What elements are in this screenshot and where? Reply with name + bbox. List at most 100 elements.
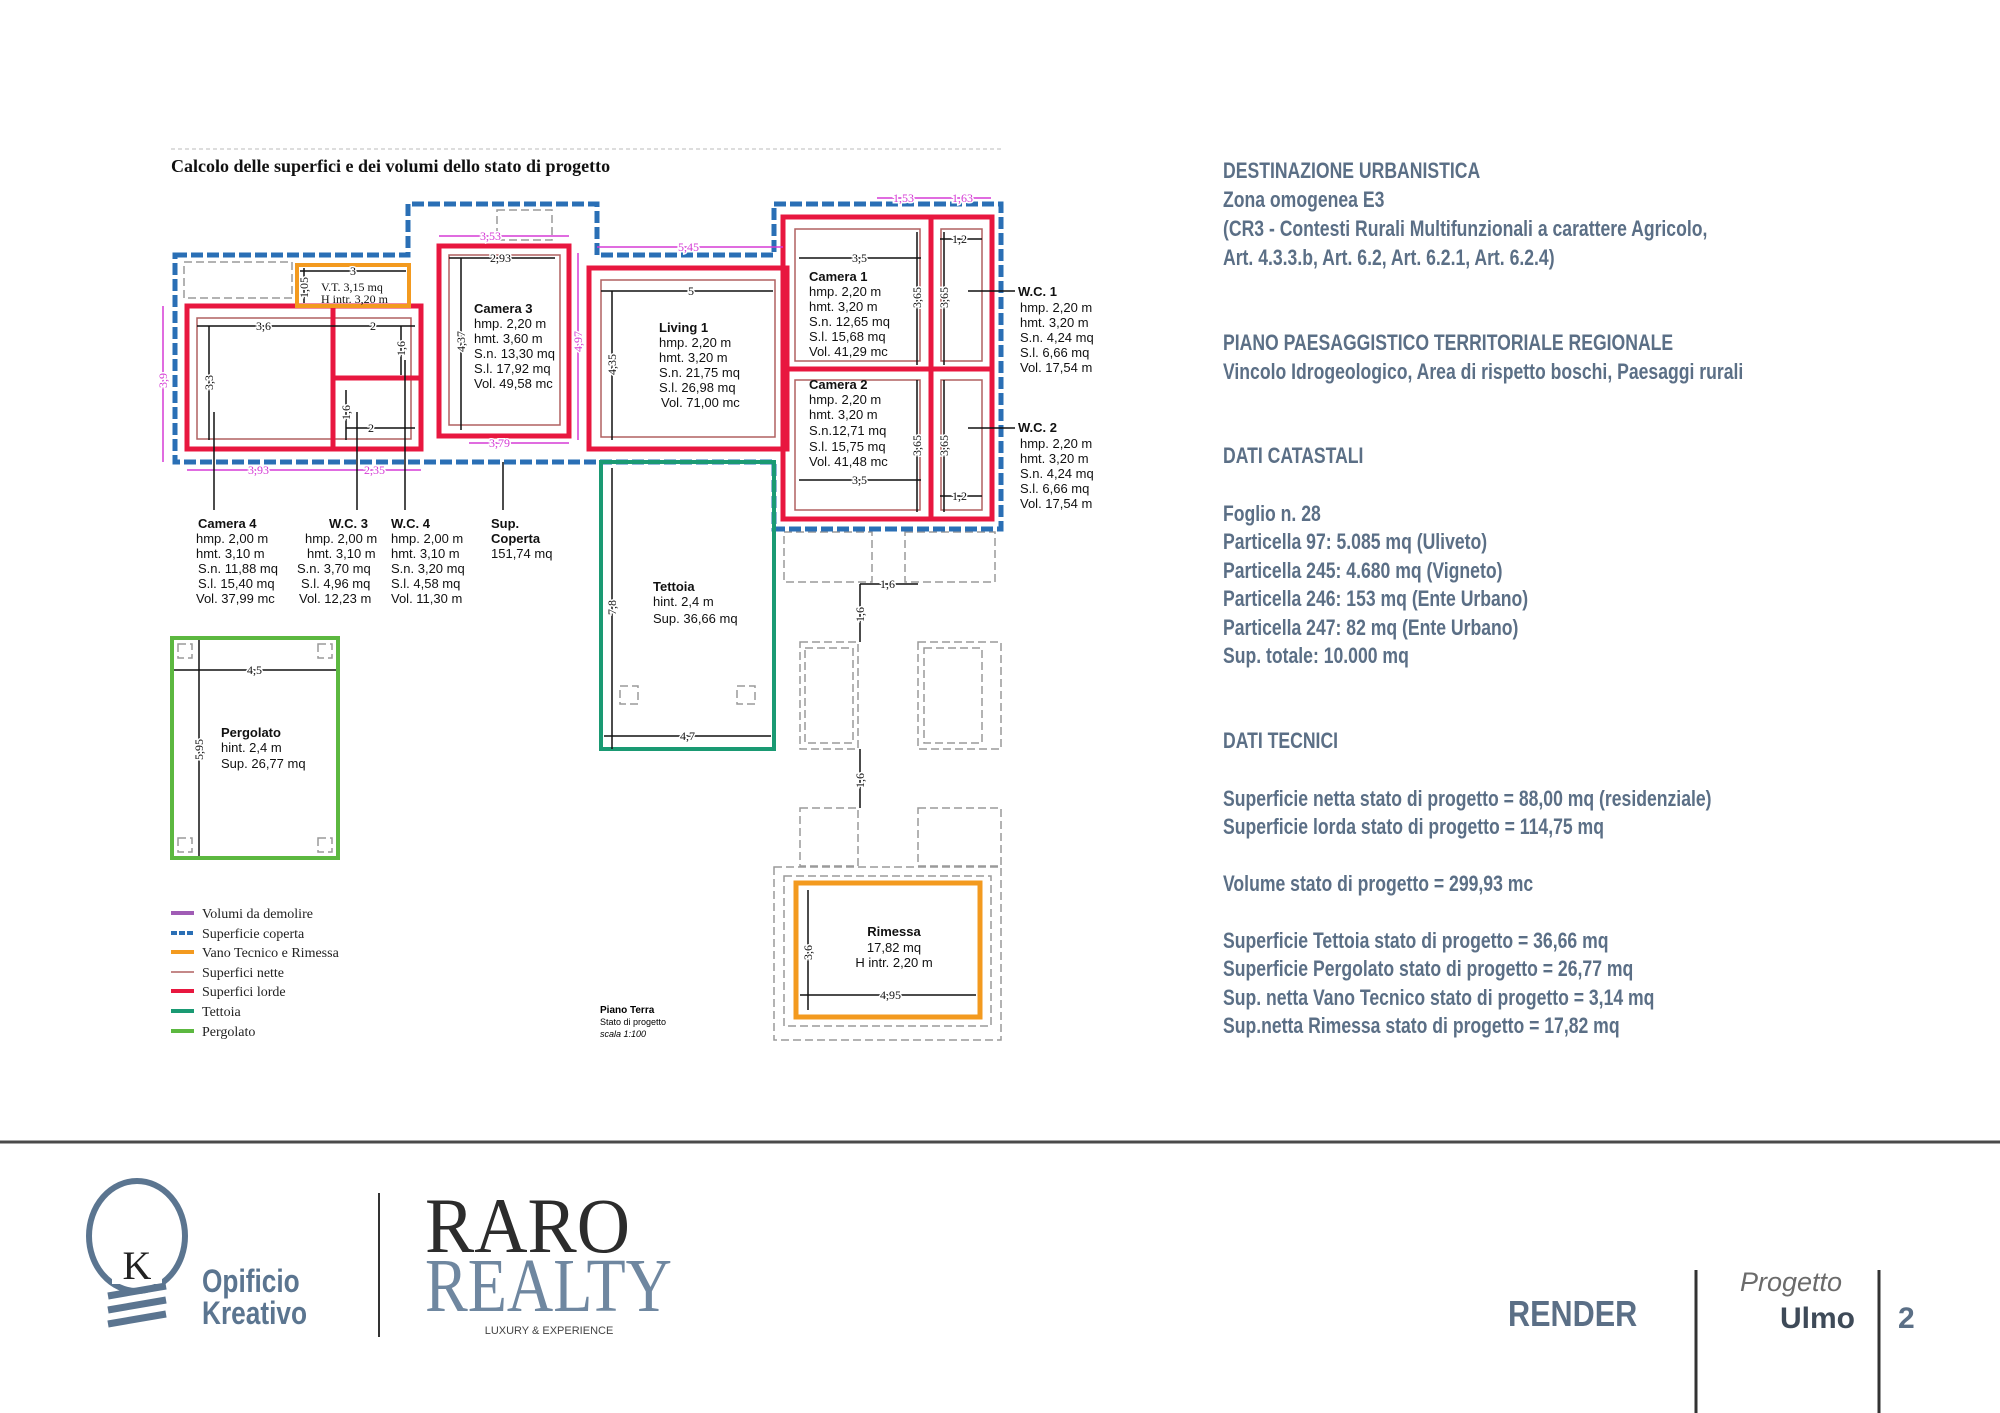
dim-label: 5,95 (192, 739, 206, 760)
room-name: Camera 2 (809, 377, 868, 392)
dim-label: 3,6 (801, 945, 815, 960)
dim-label: 4,95 (880, 988, 901, 1002)
dim-label: 1,6 (394, 341, 408, 356)
pergolato-outline (170, 636, 340, 860)
room-stat: S.n. 4,24 mq (1020, 330, 1094, 345)
room-stat: hmt. 3,20 m (659, 350, 728, 365)
room-stat: Vol. 37,99 mc (196, 591, 275, 606)
room-name: Pergolato (221, 725, 281, 740)
dim-label: 1,2 (952, 232, 967, 246)
dim-label: 7,8 (605, 600, 619, 615)
room-stat: hmt. 3,20 m (809, 407, 878, 422)
dim-label: 3,79 (489, 436, 510, 450)
legend-item: Superfici lorde (202, 985, 286, 1000)
dim-label: 3,65 (937, 287, 951, 308)
room-label-wc1: W.C. 1 hmp. 2,20 m hmt. 3,20 m S.n. 4,24… (1018, 284, 1094, 375)
dimension-lines (174, 232, 1015, 1010)
room-name: Coperta (491, 531, 541, 546)
room-stat: Vol. 11,30 m (391, 591, 462, 606)
logo-stripes-icon (107, 1282, 167, 1328)
legend: Volumi da demolire Superficie coperta Va… (171, 907, 340, 1040)
legend-item: Superfici nette (202, 966, 284, 981)
room-label-wc4: W.C. 4 hmp. 2,00 m hmt. 3,10 m S.n. 3,20… (391, 516, 465, 606)
dim-label: 4,5 (247, 663, 262, 677)
room-stat: hmp. 2,00 m (305, 531, 377, 546)
room-stat: hmp. 2,20 m (659, 335, 731, 350)
dest-line: (CR3 - Contesti Rurali Multifunzionali a… (1223, 216, 1708, 241)
dim-label: 3,3 (202, 375, 216, 390)
room-stat: Vol. 71,00 mc (661, 395, 740, 410)
cat-line: Particella 247: 82 mq (Ente Urbano) (1223, 615, 1519, 640)
room-label-camera3: Camera 3 hmp. 2,20 m hmt. 3,60 m S.n. 13… (474, 301, 555, 391)
dim-label: 4,97 (571, 331, 585, 352)
room-stat: hint. 2,4 m (221, 740, 282, 755)
room-stat: Vol. 41,48 mc (809, 454, 888, 469)
room-name: Sup. (491, 516, 519, 531)
tec-line: Superficie netta stato di progetto = 88,… (1223, 786, 1712, 811)
room-stat: hmt. 3,20 m (1020, 451, 1089, 466)
dim-label: 2,35 (364, 463, 385, 477)
cat-line: Particella 97: 5.085 mq (Uliveto) (1223, 529, 1488, 554)
room-stat: hmp. 2,20 m (1020, 300, 1092, 315)
room-name: Living 1 (659, 320, 708, 335)
heading-ppr: PIANO PAESAGGISTICO TERRITORIALE REGIONA… (1223, 330, 1674, 355)
tec-line: Superficie Tettoia stato di progetto = 3… (1223, 928, 1609, 953)
room-stat: hmt. 3,10 m (196, 546, 265, 561)
room-stat: hmt. 3,10 m (307, 546, 376, 561)
dim-label: 3,5 (852, 473, 867, 487)
project-name: Ulmo (1780, 1302, 1855, 1335)
stamp-subtitle: Stato di progetto (600, 1017, 666, 1027)
tec-line: Superficie lorda stato di progetto = 114… (1223, 814, 1604, 839)
project-label: Progetto (1740, 1267, 1843, 1297)
dim-label: 4,35 (605, 354, 619, 375)
room-label-wc2: W.C. 2 hmp. 2,20 m hmt. 3,20 m S.n. 4,24… (1018, 420, 1094, 511)
room-label-sup-coperta: Sup. Coperta 151,74 mq (491, 516, 552, 561)
legend-item: Volumi da demolire (202, 907, 313, 922)
dim-label: 4,37 (454, 331, 468, 352)
room-stat: S.l. 15,75 mq (809, 439, 886, 454)
room-name: Tettoia (653, 579, 695, 594)
room-stat: S.n. 21,75 mq (659, 365, 740, 380)
room-stat: hmt. 3,20 m (1020, 315, 1089, 330)
tec-line: Volume stato di progetto = 299,93 mc (1223, 871, 1534, 896)
room-name: W.C. 4 (391, 516, 431, 531)
dim-label: 2,93 (490, 251, 511, 265)
room-label-tettoia: Tettoia hint. 2,4 m Sup. 36,66 mq (653, 579, 738, 626)
dim-label: 4,7 (680, 729, 695, 743)
room-stat: S.l. 17,92 mq (474, 361, 551, 376)
tettoia-outline (599, 460, 776, 751)
tec-line: Sup. netta Vano Tecnico stato di progett… (1223, 985, 1655, 1010)
room-stat: S.l. 15,68 mq (809, 329, 886, 344)
dim-label: 5 (688, 284, 694, 298)
dim-label: 2 (370, 319, 376, 333)
opificio-kreativo-logo: K (86, 1178, 188, 1328)
room-label-living1: Living 1 hmp. 2,20 m hmt. 3,20 m S.n. 21… (659, 320, 740, 410)
ppr-line: Vincolo Idrogeologico, Area di rispetto … (1223, 359, 1744, 384)
dim-label: 3,6 (256, 319, 271, 333)
page-number: 2 (1898, 1302, 1915, 1335)
dim-label: 1,6 (880, 577, 895, 591)
legend-item: Superficie coperta (202, 927, 305, 942)
room-name: Camera 1 (809, 269, 868, 284)
room-stat: hmp. 2,00 m (391, 531, 463, 546)
room-stat: 151,74 mq (491, 546, 552, 561)
stamp-title: Piano Terra (600, 1005, 655, 1016)
cat-line: Sup. totale: 10.000 mq (1223, 643, 1409, 668)
cat-line: Foglio n. 28 (1223, 501, 1321, 526)
room-stat: hmt. 3,60 m (474, 331, 543, 346)
dim-label: 1,53 (893, 191, 914, 205)
room-stat: Sup. 36,66 mq (653, 611, 738, 626)
room-stat: S.l. 26,98 mq (659, 380, 736, 395)
room-stat: S.l. 6,66 mq (1020, 345, 1089, 360)
legend-item: Tettoia (202, 1005, 241, 1020)
vt-area: V.T. 3,15 mq (321, 280, 383, 294)
room-stat: hmp. 2,20 m (809, 284, 881, 299)
dim-label: 3,53 (480, 229, 501, 243)
dest-line: Art. 4.3.3.b, Art. 6.2, Art. 6.2.1, Art.… (1223, 245, 1555, 270)
heading-catastali: DATI CATASTALI (1223, 443, 1364, 468)
logo-letter: K (123, 1243, 152, 1288)
room-name: Rimessa (867, 924, 921, 939)
plan-title: Calcolo delle superfici e dei volumi del… (171, 156, 610, 176)
room-stat: S.n. 3,20 mq (391, 561, 465, 576)
